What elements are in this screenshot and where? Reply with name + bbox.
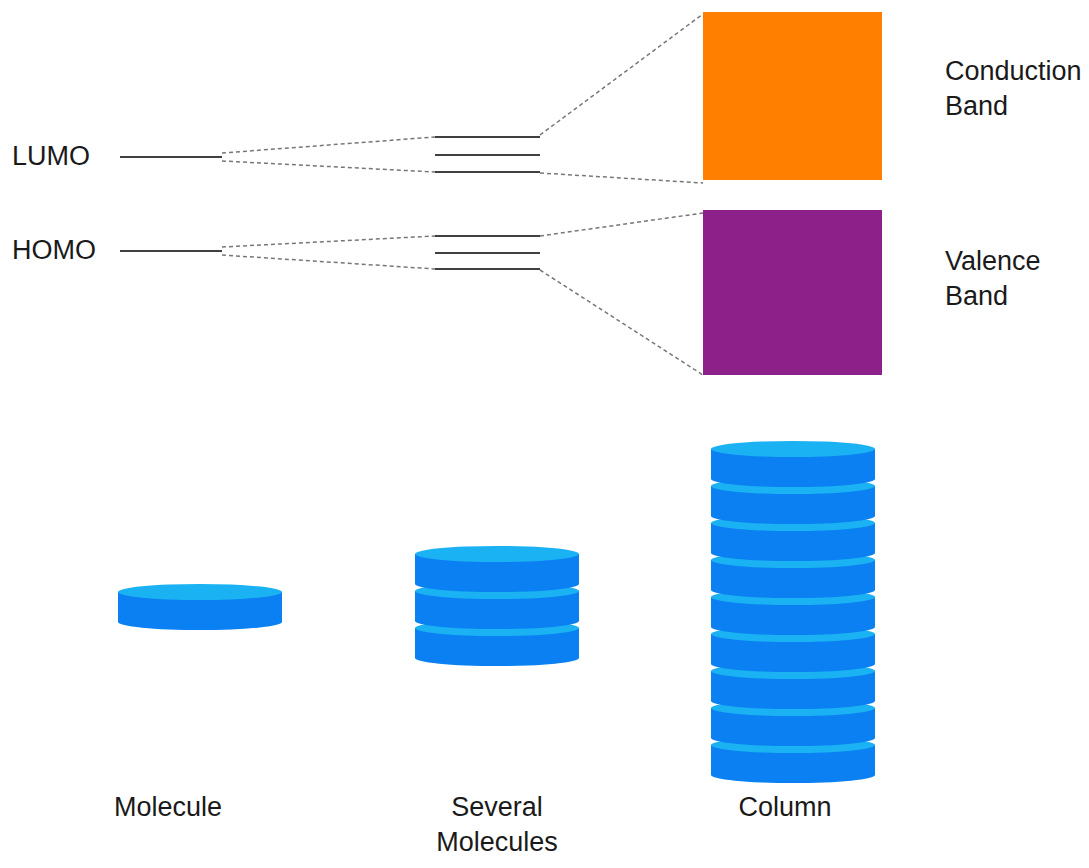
band-label: Valence Band — [945, 244, 1087, 314]
band-label: Conduction Band — [945, 54, 1087, 124]
disk-top — [118, 584, 282, 600]
splitting-leader-lines — [222, 14, 703, 375]
orbital-label: HOMO — [12, 233, 96, 268]
stage-label: Column — [685, 790, 885, 825]
energy-levels — [120, 137, 540, 269]
orbital-label: LUMO — [12, 139, 90, 174]
stage-label: Molecule — [68, 790, 268, 825]
conduction-band: Conduction Band — [703, 12, 882, 180]
disk-top — [711, 441, 875, 457]
stage-label: Several Molecules — [412, 790, 582, 860]
valence-band: Valence Band — [703, 210, 882, 375]
disk-top — [415, 546, 579, 562]
molecule-disks — [118, 441, 875, 783]
